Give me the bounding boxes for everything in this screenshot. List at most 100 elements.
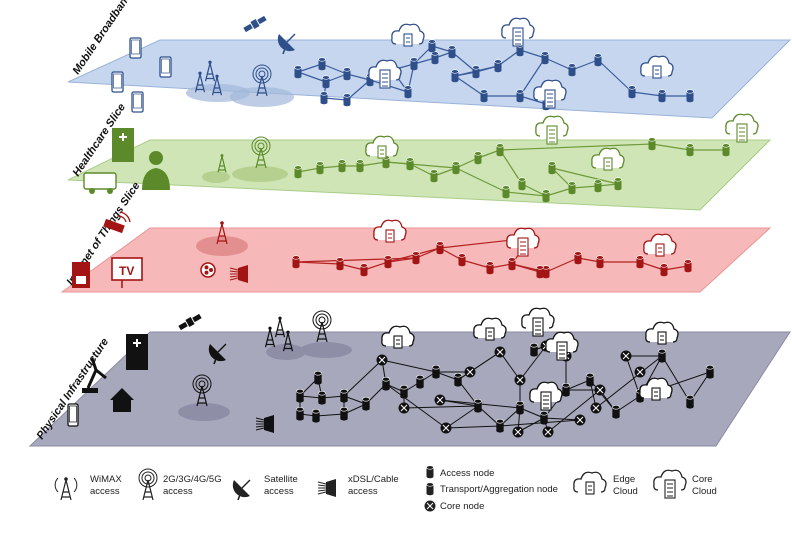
node-body xyxy=(316,163,324,173)
core-node-x xyxy=(378,356,386,364)
network-link xyxy=(519,95,547,105)
node-cylinder xyxy=(542,189,550,203)
node-top xyxy=(360,263,368,268)
node-bottom xyxy=(612,414,620,419)
node-top xyxy=(338,159,346,164)
core-node-x xyxy=(514,428,522,436)
node-body xyxy=(628,87,636,97)
node-cylinder xyxy=(594,179,602,193)
xdsl-wire xyxy=(229,267,239,271)
node-top xyxy=(474,399,482,404)
node-cylinder xyxy=(684,259,692,273)
server-rack xyxy=(651,387,661,401)
phone-screen xyxy=(133,93,142,109)
node-bottom xyxy=(362,406,370,411)
node-bottom xyxy=(508,266,516,271)
legend-line: Cloud xyxy=(692,486,717,497)
xdsl-wire xyxy=(229,275,239,278)
node-cylinder xyxy=(596,255,604,269)
node-cylinder xyxy=(502,185,510,199)
node-top xyxy=(648,137,656,142)
node-bottom xyxy=(568,72,576,77)
node-bottom xyxy=(338,168,346,173)
node-top xyxy=(586,373,594,378)
node-bottom xyxy=(648,146,656,151)
node-top xyxy=(494,59,502,64)
node-top xyxy=(516,401,524,406)
node-top xyxy=(486,261,494,266)
xdsl-fan xyxy=(326,479,336,497)
satellite-icon xyxy=(243,15,267,33)
edge-cloud-icon xyxy=(643,233,677,257)
node-body xyxy=(562,385,570,395)
node-top xyxy=(340,389,348,394)
node-bottom xyxy=(496,152,504,157)
tower-tip xyxy=(198,71,202,75)
node-bottom xyxy=(568,190,576,195)
core-node xyxy=(376,354,388,366)
node-top xyxy=(658,89,666,94)
tower-wave xyxy=(198,380,206,388)
node-cylinder xyxy=(540,411,548,425)
network-link xyxy=(451,51,477,73)
dish-stand xyxy=(237,491,242,501)
node-bottom xyxy=(294,174,302,179)
core-cloud-icon xyxy=(529,381,563,411)
doctor-body xyxy=(142,168,170,190)
server-rack xyxy=(736,123,748,143)
node-top xyxy=(540,411,548,416)
core-node-x xyxy=(400,404,408,412)
node-body xyxy=(382,379,390,389)
node-cylinder xyxy=(568,63,576,77)
core-node-x xyxy=(442,424,450,432)
server-rack xyxy=(512,27,524,47)
node-bottom xyxy=(636,264,644,269)
xdsl-wire xyxy=(255,420,265,423)
node-cylinder xyxy=(338,159,346,173)
server-rack xyxy=(540,391,552,411)
tower-wave xyxy=(144,474,152,482)
node-cylinder xyxy=(432,365,440,379)
node-top xyxy=(458,253,466,258)
node-cylinder xyxy=(541,51,549,65)
node-top xyxy=(336,257,344,262)
network-link xyxy=(571,59,599,71)
node-bottom xyxy=(360,272,368,277)
node-top xyxy=(684,259,692,264)
camera-body xyxy=(103,218,125,234)
network-link xyxy=(455,167,507,193)
core-cloud-icon xyxy=(653,469,687,499)
legend-line: access xyxy=(264,486,294,497)
slice-healthcare: Healthcare Slice xyxy=(67,101,772,211)
node-top xyxy=(426,482,434,487)
node-top xyxy=(432,365,440,370)
node-top xyxy=(416,375,424,380)
node-body xyxy=(596,257,604,267)
node-bottom xyxy=(316,170,324,175)
node-bottom xyxy=(628,94,636,99)
node-top xyxy=(568,181,576,186)
network-link xyxy=(519,57,546,97)
cell-tower-icon xyxy=(282,330,294,352)
node-bottom xyxy=(343,102,351,107)
node-cylinder xyxy=(628,85,636,99)
xdsl-icon xyxy=(229,265,248,283)
node-top xyxy=(706,365,714,370)
node-cylinder xyxy=(410,57,418,71)
node-cylinder xyxy=(612,405,620,419)
node-body xyxy=(516,403,524,413)
coffee-machine-body xyxy=(72,262,90,288)
phone-body xyxy=(129,37,142,59)
core-node-x xyxy=(436,396,444,404)
node-top xyxy=(562,383,570,388)
node-bottom xyxy=(294,74,302,79)
node-body xyxy=(294,67,302,77)
node-bottom xyxy=(540,420,548,425)
tower-tip xyxy=(286,330,290,334)
node-body xyxy=(322,77,330,87)
legend-line: xDSL/Cable xyxy=(348,474,399,485)
